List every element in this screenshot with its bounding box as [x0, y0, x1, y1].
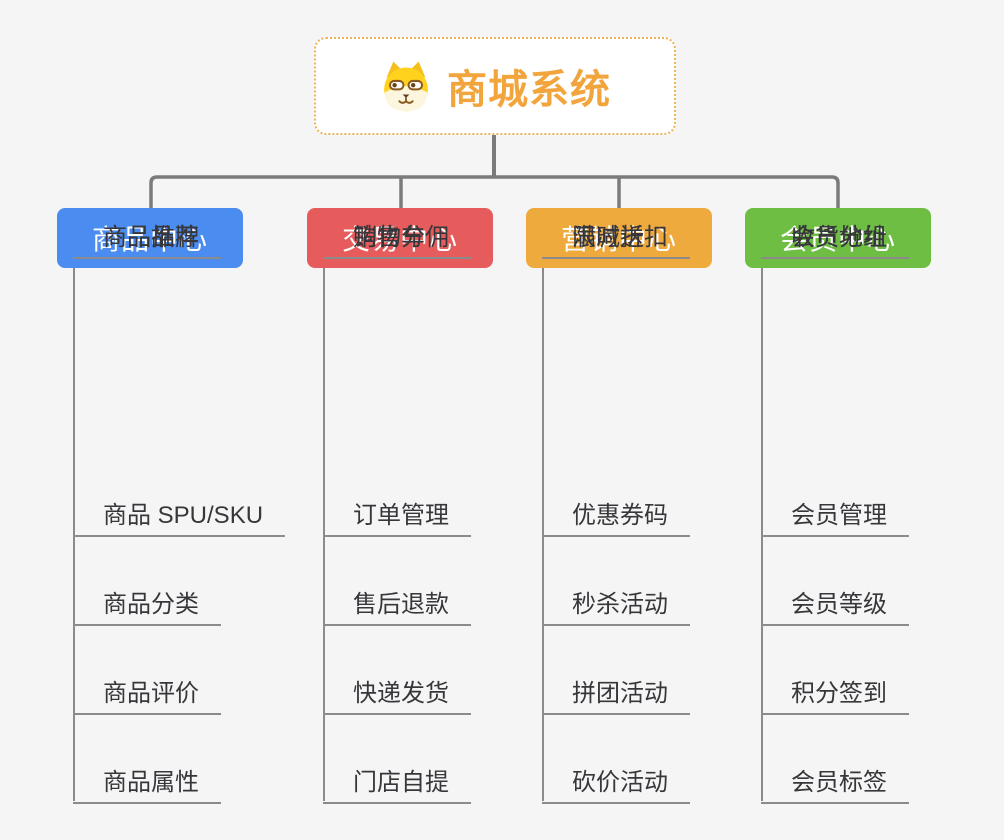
branch-header-label: 交易中心	[341, 224, 458, 255]
leaf-node[interactable]: 会员等级	[761, 575, 909, 626]
leaf-label: 商品分类	[103, 591, 199, 618]
leaf-label: 商品属性	[103, 769, 199, 796]
leaf-node[interactable]: 会员管理	[761, 486, 909, 537]
branch-header-label: 商品中心	[91, 224, 208, 255]
leaf-label: 商品 SPU/SKU	[103, 502, 264, 529]
leaf-label: 商品评价	[103, 680, 199, 707]
leaf-node[interactable]: 秒杀活动	[542, 575, 690, 626]
leaf-label: 拼团活动	[572, 680, 668, 707]
branch-trunk-line	[761, 268, 763, 801]
leaf-label: 优惠券码	[572, 502, 668, 529]
leaf-label: 会员分组	[791, 224, 887, 251]
leaf-label: 会员标签	[791, 769, 887, 796]
leaf-label: 收货地址	[791, 224, 887, 251]
leaf-label: 购物车	[353, 224, 425, 251]
branch-trunk-line	[73, 268, 75, 801]
leaf-label: 订单管理	[353, 502, 449, 529]
root-node[interactable]: 商城系统	[314, 37, 676, 135]
leaf-node[interactable]: 拼团活动	[542, 664, 690, 715]
leaf-node[interactable]: 商品分类	[73, 575, 221, 626]
leaf-node[interactable]: 砍价活动	[542, 753, 690, 804]
branch-header-label: 营销中心	[560, 224, 677, 255]
leaf-label: 商品品牌	[103, 224, 199, 251]
leaf-node[interactable]: 门店自提	[323, 753, 471, 804]
leaf-label: 满减送	[572, 224, 644, 251]
leaf-node[interactable]: 订单管理	[323, 486, 471, 537]
branch-trunk-line	[323, 268, 325, 801]
leaf-node[interactable]: 积分签到	[761, 664, 909, 715]
leaf-node[interactable]: 优惠券码	[542, 486, 690, 537]
leaf-label: 快递发货	[353, 680, 449, 707]
leaf-label: 销售分佣	[353, 224, 449, 251]
leaf-label: 售后退款	[353, 591, 449, 618]
leaf-label: 会员管理	[791, 502, 887, 529]
leaf-node[interactable]: 商品 SPU/SKU	[73, 486, 286, 537]
leaf-node[interactable]: 售后退款	[323, 575, 471, 626]
leaf-node[interactable]: 收货地址	[761, 208, 909, 259]
shiba-dog-icon	[384, 61, 428, 112]
leaf-label: 商品推荐	[103, 224, 199, 251]
leaf-label: 积分签到	[791, 680, 887, 707]
leaf-node[interactable]: 快递发货	[323, 664, 471, 715]
leaf-node[interactable]: 销售分佣	[323, 208, 471, 259]
leaf-label: 会员等级	[791, 591, 887, 618]
leaf-node[interactable]: 会员标签	[761, 753, 909, 804]
branch-trunk-line	[542, 268, 544, 801]
leaf-node[interactable]: 商品品牌	[73, 208, 221, 259]
leaf-label: 砍价活动	[572, 769, 668, 796]
root-title: 商城系统	[447, 68, 611, 112]
leaf-label: 门店自提	[353, 769, 449, 796]
leaf-node[interactable]: 商品属性	[73, 753, 221, 804]
leaf-label: 限时折扣	[572, 224, 668, 251]
leaf-label: 秒杀活动	[572, 591, 668, 618]
branch-header-label: 会员中心	[779, 224, 896, 255]
leaf-node[interactable]: 满减送	[542, 208, 666, 259]
leaf-node[interactable]: 商品评价	[73, 664, 221, 715]
